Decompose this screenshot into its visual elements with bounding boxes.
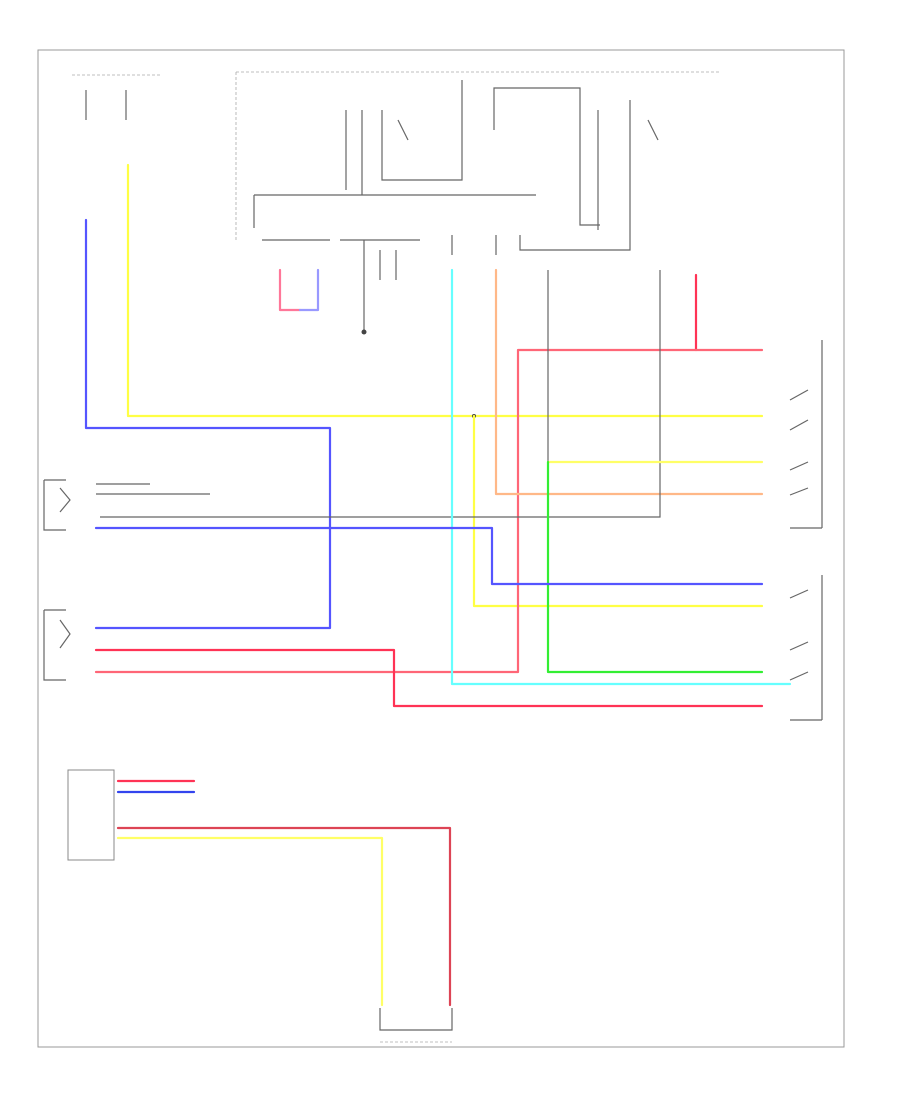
left-switch2-symbol: [59, 619, 71, 649]
fan-relay-wire: [519, 100, 631, 251]
left-switch-wires: [96, 483, 210, 495]
left-switch-ecu2-box: [43, 609, 66, 681]
fan-relay-switch: [647, 119, 659, 141]
relay-lower-terminals: [379, 250, 397, 280]
loop-wire-pink: [278, 268, 302, 312]
ignition-relay-switch: [397, 119, 409, 141]
wire-gray: [100, 270, 661, 518]
wire-red-upper: [94, 348, 764, 674]
sensor-box: [379, 1008, 453, 1031]
wire-blue-mid: [94, 526, 764, 586]
relay-coil-wires: [345, 110, 363, 195]
right-ecu-top-box: [790, 340, 823, 529]
wire-blue-left: [84, 218, 332, 630]
diagram-frame: [37, 49, 845, 1048]
relay-feed-wire: [381, 80, 463, 181]
wire-yellow-branch: [472, 414, 764, 608]
relay-box-outline: [235, 71, 720, 240]
wire-yellow-main: [126, 163, 764, 418]
wire-red-lower: [94, 648, 764, 708]
relay-bus-wire: [253, 194, 536, 228]
left-fuse-terminals: [85, 90, 127, 120]
wire-orange: [494, 268, 764, 496]
cu-wire-darkred: [116, 826, 452, 1007]
left-switch-symbol: [59, 487, 71, 513]
loop-wire-blue: [298, 268, 320, 312]
control-unit-box: [67, 769, 115, 861]
right-ecu-bottom-box: [790, 575, 823, 721]
left-switch-ecu-box: [43, 479, 66, 531]
wire-green: [546, 460, 764, 674]
right-ecu-bottom-switches: [789, 589, 809, 681]
relay-box-bottom-terminals: [262, 235, 497, 255]
ground-point-icon: [361, 329, 367, 335]
relay-right-wire: [493, 87, 600, 226]
right-ecu-top-switches: [789, 389, 809, 496]
wire-cyan: [450, 268, 792, 686]
cu-wire-yellow: [116, 836, 384, 1007]
